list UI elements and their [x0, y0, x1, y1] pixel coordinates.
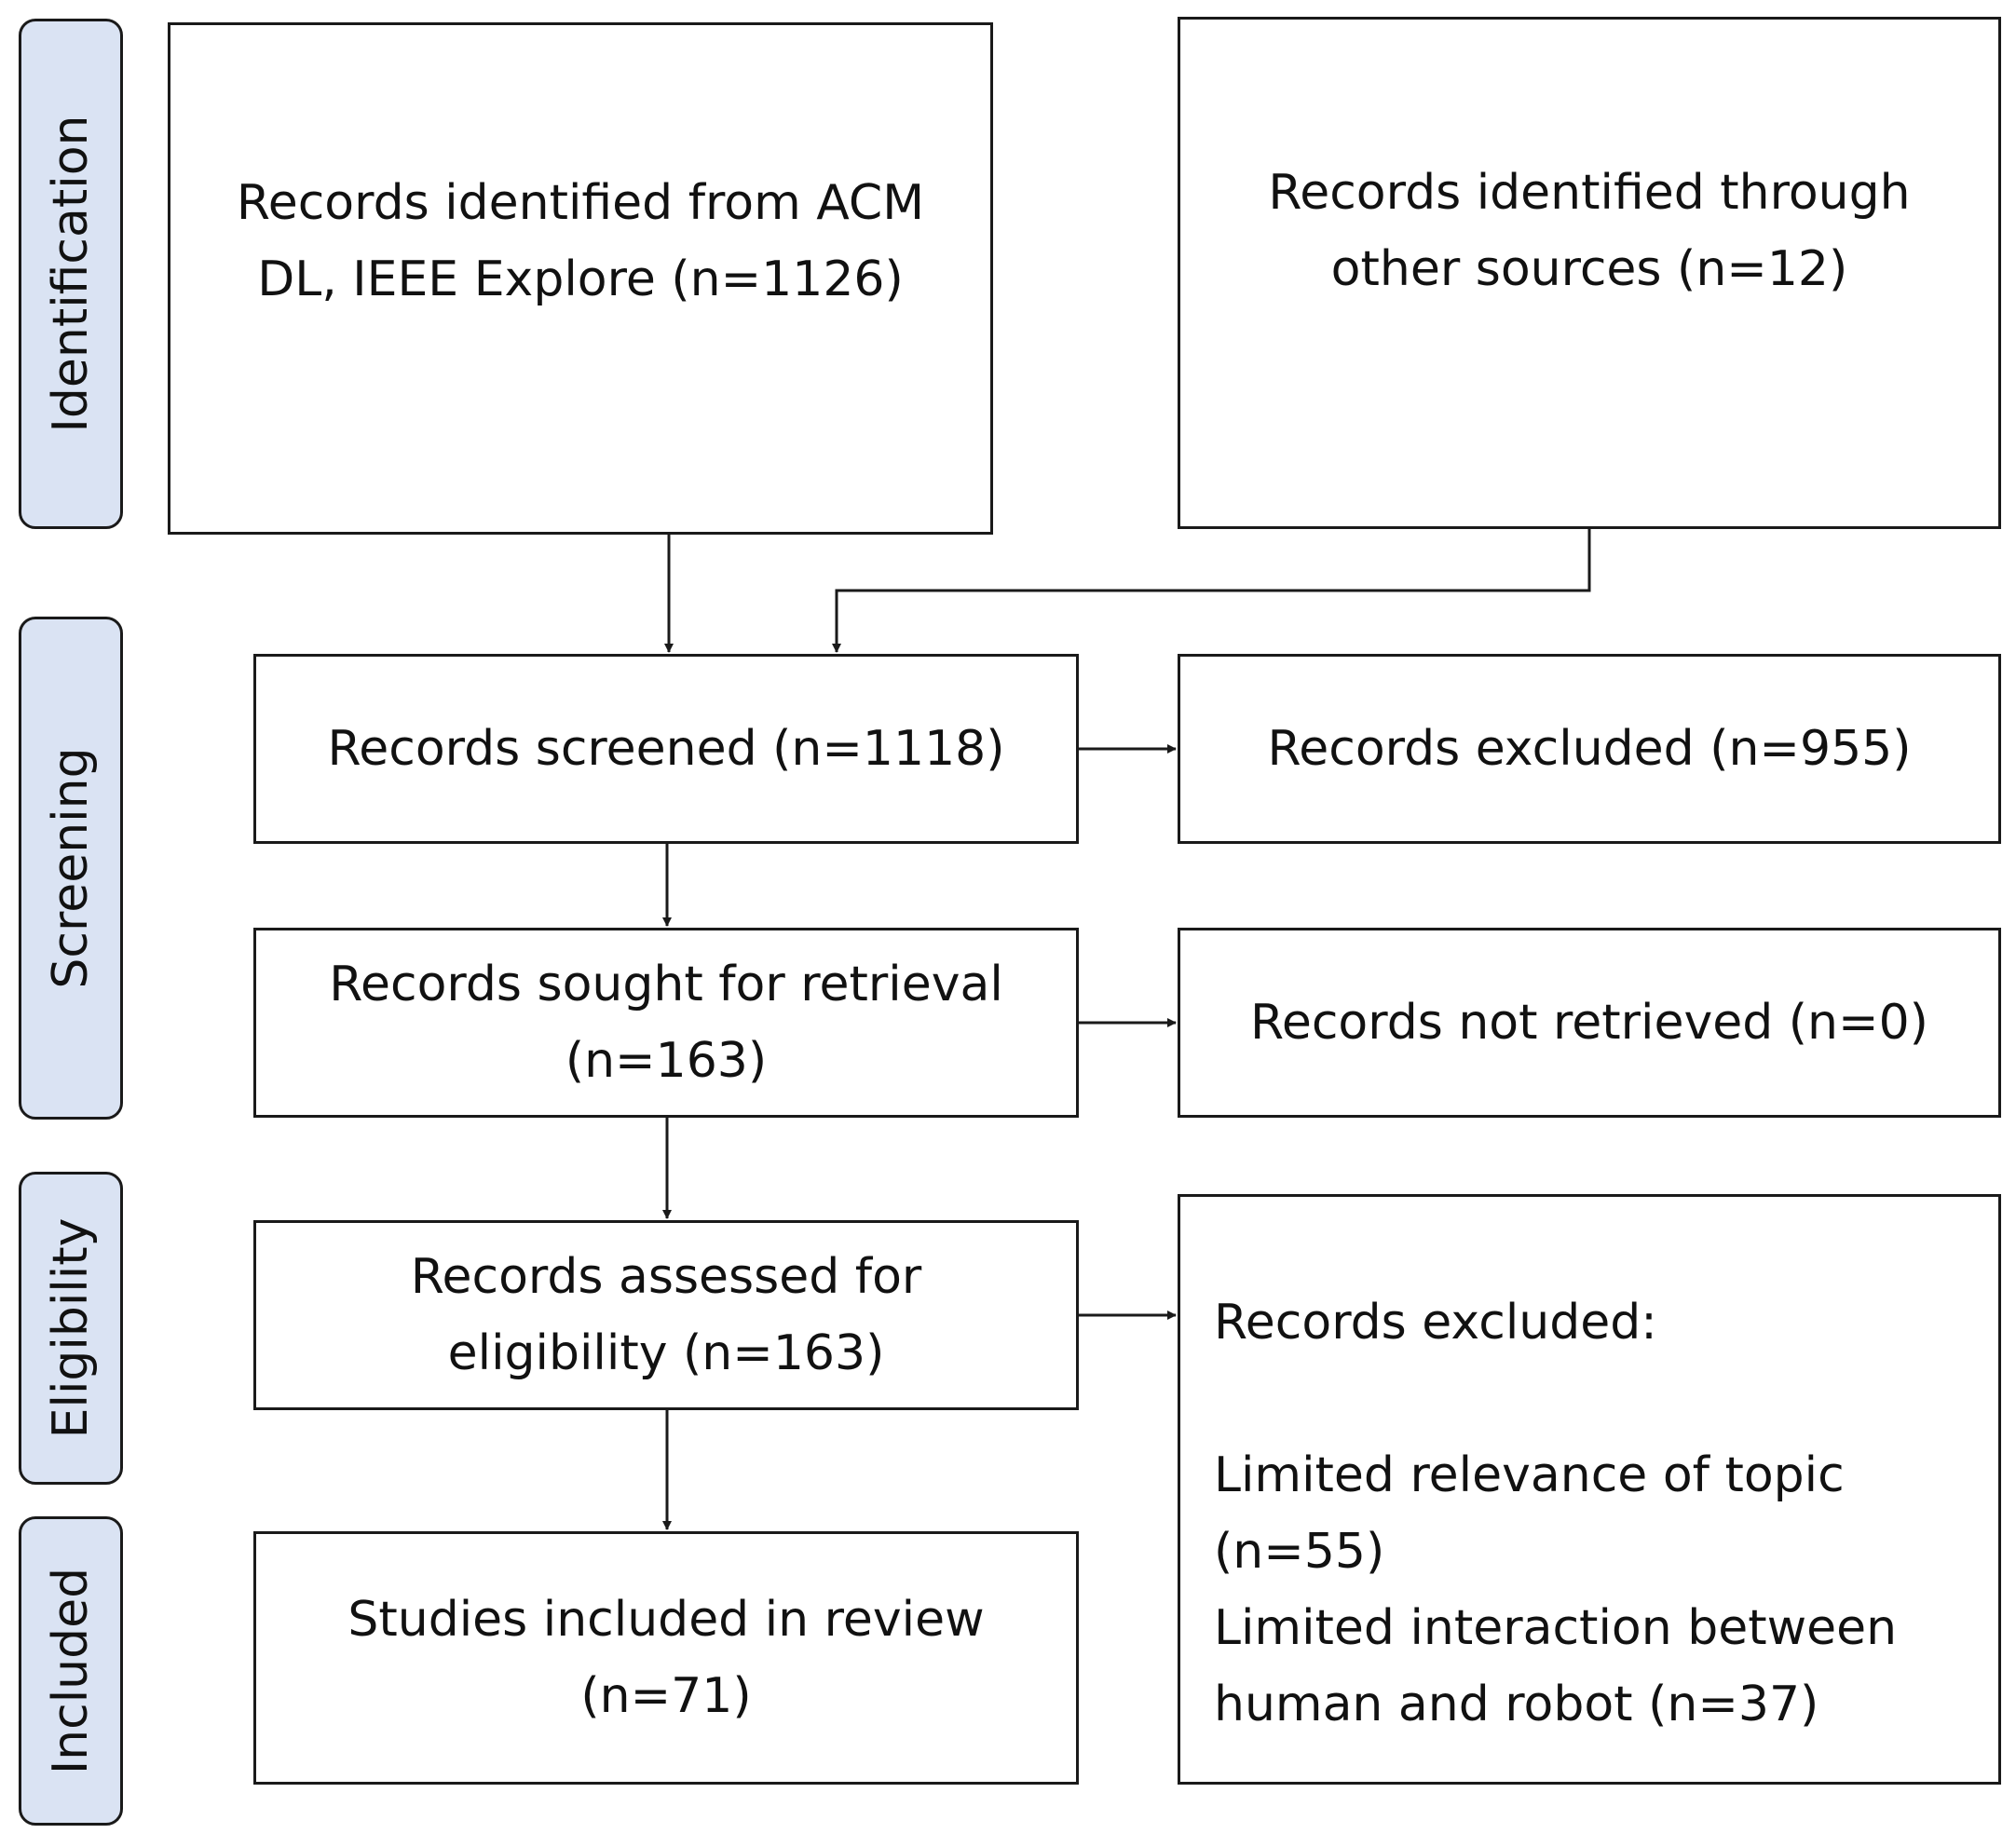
stage-eligibility: Eligibility: [19, 1172, 123, 1485]
excluded-reason-topic: Limited relevance of topic (n=55): [1214, 1447, 1845, 1580]
excluded-reason-interaction: Limited interaction between human and ro…: [1214, 1600, 1898, 1732]
stage-included: Included: [19, 1516, 123, 1826]
excluded-heading: Records excluded:: [1214, 1295, 1657, 1351]
box-records-not-retrieved: Records not retrieved (n=0): [1178, 928, 2001, 1118]
box-records-other-sources: Records identified through other sources…: [1178, 17, 2001, 529]
box-records-screened: Records screened (n=1118): [253, 654, 1079, 844]
box-studies-included: Studies included in review (n=71): [253, 1531, 1079, 1785]
stage-screening: Screening: [19, 617, 123, 1120]
stage-identification: Identification: [19, 19, 123, 529]
box-records-sought-retrieval: Records sought for retrieval (n=163): [253, 928, 1079, 1118]
box-records-acm-ieee: Records identified from ACM DL, IEEE Exp…: [168, 22, 993, 535]
box-records-excluded-screening: Records excluded (n=955): [1178, 654, 2001, 844]
box-records-excluded-eligibility: Records excluded: Limited relevance of t…: [1178, 1194, 2001, 1785]
arrow-other-to-screened: [832, 529, 1591, 653]
box-records-assessed-eligibility: Records assessed for eligibility (n=163): [253, 1220, 1079, 1410]
